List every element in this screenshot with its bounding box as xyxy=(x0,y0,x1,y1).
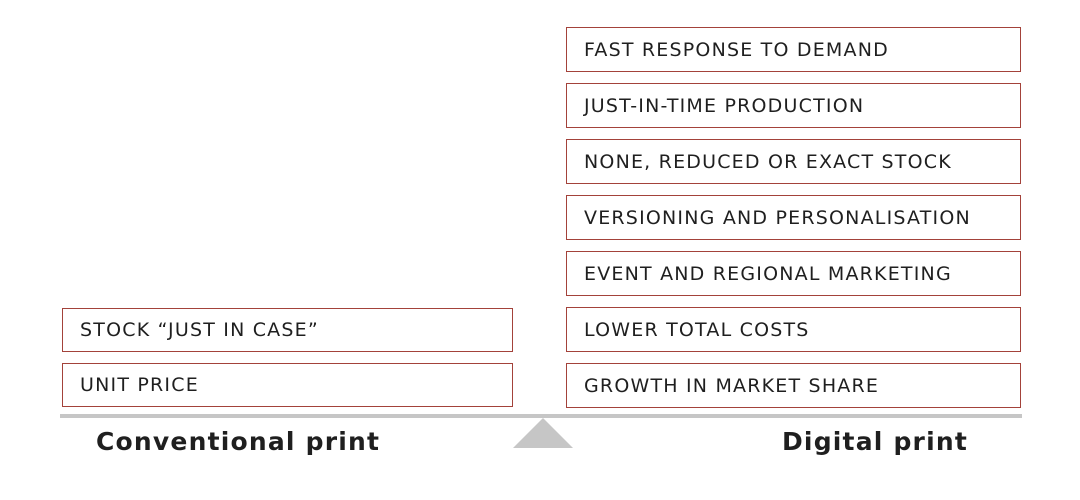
digital-item-lower-costs: LOWER TOTAL COSTS xyxy=(566,307,1021,352)
digital-print-label: Digital print xyxy=(781,427,968,456)
digital-item-reduced-stock: NONE, REDUCED OR EXACT STOCK xyxy=(566,139,1021,184)
conventional-item-stock-just-in-case: STOCK “JUST IN CASE” xyxy=(62,308,513,352)
balance-pivot-triangle xyxy=(513,418,573,448)
conventional-print-label: Conventional print xyxy=(96,427,381,456)
digital-item-event-marketing: EVENT AND REGIONAL MARKETING xyxy=(566,251,1021,296)
conventional-item-unit-price: UNIT PRICE xyxy=(62,363,513,407)
digital-item-just-in-time: JUST-IN-TIME PRODUCTION xyxy=(566,83,1021,128)
digital-item-market-share: GROWTH IN MARKET SHARE xyxy=(566,363,1021,408)
digital-print-stack: FAST RESPONSE TO DEMAND JUST-IN-TIME PRO… xyxy=(566,27,1021,408)
conventional-print-stack: STOCK “JUST IN CASE” UNIT PRICE xyxy=(62,308,513,407)
digital-item-versioning: VERSIONING AND PERSONALISATION xyxy=(566,195,1021,240)
digital-item-fast-response: FAST RESPONSE TO DEMAND xyxy=(566,27,1021,72)
balance-beam xyxy=(60,414,1022,418)
